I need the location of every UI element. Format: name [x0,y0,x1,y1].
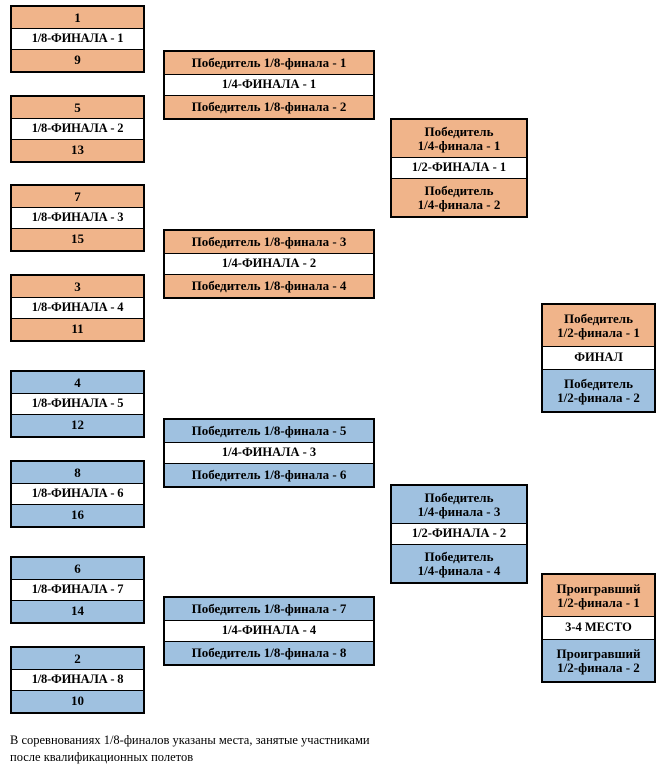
qf-4-top-team: Победитель 1/8-финала - 7 [165,598,373,620]
match-r16-5[interactable]: 4 1/8-ФИНАЛА - 5 12 [10,370,145,438]
match-r16-8[interactable]: 2 1/8-ФИНАЛА - 8 10 [10,646,145,714]
r16-6-label: 1/8-ФИНАЛА - 6 [12,483,143,505]
qf-2-label: 1/4-ФИНАЛА - 2 [165,253,373,275]
match-sf-1[interactable]: Победитель 1/4-финала - 1 1/2-ФИНАЛА - 1… [390,118,528,218]
r16-6-bottom-seed: 16 [12,504,143,526]
match-qf-2[interactable]: Победитель 1/8-финала - 3 1/4-ФИНАЛА - 2… [163,229,375,299]
sf-2-bottom-team: Победитель 1/4-финала - 4 [392,545,526,582]
final-label: ФИНАЛ [543,346,654,370]
match-r16-3[interactable]: 7 1/8-ФИНАЛА - 3 15 [10,184,145,252]
qf-3-label: 1/4-ФИНАЛА - 3 [165,442,373,464]
match-r16-7[interactable]: 6 1/8-ФИНАЛА - 7 14 [10,556,145,624]
r16-1-top-seed: 1 [12,7,143,29]
match-third-place[interactable]: Проигравший 1/2-финала - 1 3-4 МЕСТО Про… [541,573,656,683]
r16-8-top-seed: 2 [12,648,143,670]
sf-1-top-team: Победитель 1/4-финала - 1 [392,120,526,157]
r16-5-top-seed: 4 [12,372,143,394]
footer-note-line-2: после квалификационных полетов [10,750,194,764]
qf-4-bottom-team: Победитель 1/8-финала - 8 [165,642,373,664]
r16-4-top-seed: 3 [12,276,143,298]
match-r16-1[interactable]: 1 1/8-ФИНАЛА - 1 9 [10,5,145,73]
r16-2-top-seed: 5 [12,97,143,119]
r16-7-top-seed: 6 [12,558,143,580]
r16-1-bottom-seed: 9 [12,49,143,71]
r16-8-label: 1/8-ФИНАЛА - 8 [12,669,143,691]
r16-4-label: 1/8-ФИНАЛА - 4 [12,297,143,319]
final-top-team: Победитель 1/2-финала - 1 [543,305,654,346]
match-qf-3[interactable]: Победитель 1/8-финала - 5 1/4-ФИНАЛА - 3… [163,418,375,488]
qf-2-top-team: Победитель 1/8-финала - 3 [165,231,373,253]
footer-note-line-1: В соревнованиях 1/8-финалов указаны мест… [10,733,370,747]
r16-3-top-seed: 7 [12,186,143,208]
qf-3-bottom-team: Победитель 1/8-финала - 6 [165,464,373,486]
r16-2-label: 1/8-ФИНАЛА - 2 [12,118,143,140]
match-qf-1[interactable]: Победитель 1/8-финала - 1 1/4-ФИНАЛА - 1… [163,50,375,120]
final-bottom-team: Победитель 1/2-финала - 2 [543,370,654,411]
qf-2-bottom-team: Победитель 1/8-финала - 4 [165,275,373,297]
qf-3-top-team: Победитель 1/8-финала - 5 [165,420,373,442]
match-sf-2[interactable]: Победитель 1/4-финала - 3 1/2-ФИНАЛА - 2… [390,484,528,584]
match-r16-4[interactable]: 3 1/8-ФИНАЛА - 4 11 [10,274,145,342]
qf-4-label: 1/4-ФИНАЛА - 4 [165,620,373,642]
match-final[interactable]: Победитель 1/2-финала - 1 ФИНАЛ Победите… [541,303,656,413]
qf-1-bottom-team: Победитель 1/8-финала - 2 [165,96,373,118]
r16-8-bottom-seed: 10 [12,690,143,712]
r16-5-label: 1/8-ФИНАЛА - 5 [12,393,143,415]
qf-1-top-team: Победитель 1/8-финала - 1 [165,52,373,74]
match-qf-4[interactable]: Победитель 1/8-финала - 7 1/4-ФИНАЛА - 4… [163,596,375,666]
sf-1-label: 1/2-ФИНАЛА - 1 [392,157,526,179]
sf-2-label: 1/2-ФИНАЛА - 2 [392,523,526,545]
r16-3-bottom-seed: 15 [12,228,143,250]
match-r16-2[interactable]: 5 1/8-ФИНАЛА - 2 13 [10,95,145,163]
third-place-bottom-team: Проигравший 1/2-финала - 2 [543,640,654,681]
qf-1-label: 1/4-ФИНАЛА - 1 [165,74,373,96]
r16-7-label: 1/8-ФИНАЛА - 7 [12,579,143,601]
third-place-label: 3-4 МЕСТО [543,616,654,640]
r16-5-bottom-seed: 12 [12,414,143,436]
third-place-top-team: Проигравший 1/2-финала - 1 [543,575,654,616]
r16-1-label: 1/8-ФИНАЛА - 1 [12,28,143,50]
r16-7-bottom-seed: 14 [12,600,143,622]
r16-6-top-seed: 8 [12,462,143,484]
r16-2-bottom-seed: 13 [12,139,143,161]
sf-2-top-team: Победитель 1/4-финала - 3 [392,486,526,523]
r16-3-label: 1/8-ФИНАЛА - 3 [12,207,143,229]
sf-1-bottom-team: Победитель 1/4-финала - 2 [392,179,526,216]
match-r16-6[interactable]: 8 1/8-ФИНАЛА - 6 16 [10,460,145,528]
r16-4-bottom-seed: 11 [12,318,143,340]
